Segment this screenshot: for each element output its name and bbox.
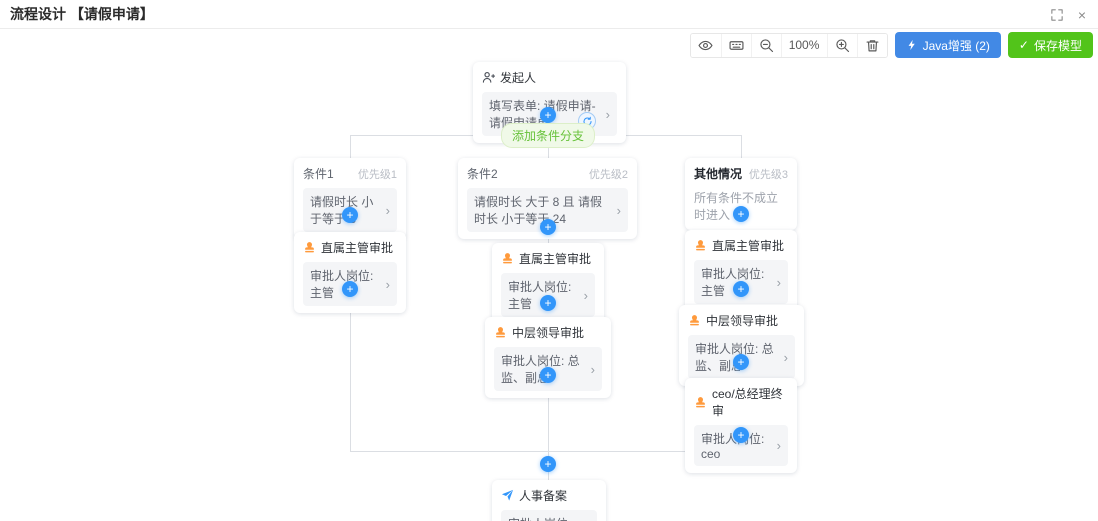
node-title: 发起人	[500, 71, 537, 85]
plus-icon: +	[544, 220, 552, 234]
chevron-right-icon: ›	[385, 276, 390, 292]
node-title: 直属主管审批	[321, 241, 394, 255]
node-title: 直属主管审批	[519, 252, 592, 266]
save-model-button[interactable]: ✓ 保存模型	[1007, 32, 1093, 58]
send-icon	[501, 489, 514, 502]
connector-line	[350, 280, 351, 451]
add-node-button[interactable]: +	[733, 354, 749, 370]
node-title: 中层领导审批	[706, 314, 779, 328]
save-model-label: 保存模型	[1033, 38, 1082, 53]
node-hr-record[interactable]: 人事备案 审批人岗位: 人事 ›	[492, 480, 606, 521]
connector-line	[741, 135, 742, 158]
stamp-icon	[494, 326, 507, 339]
add-condition-branch-button[interactable]: 添加条件分支	[500, 123, 596, 148]
add-node-button[interactable]: +	[733, 281, 749, 297]
plus-icon: +	[544, 296, 552, 310]
stamp-icon	[688, 314, 701, 327]
node-approval-midlevel-2[interactable]: 中层领导审批 审批人岗位: 总监、副总 ›	[485, 317, 611, 398]
node-condition-1[interactable]: 条件1 优先级1 请假时长 小于等于 8 ›	[294, 158, 406, 239]
add-node-button[interactable]: +	[342, 281, 358, 297]
condition-priority: 优先级1	[357, 168, 397, 181]
zoom-out-icon[interactable]	[750, 33, 781, 57]
page-header: 流程设计 【请假申请】	[0, 0, 1098, 29]
add-node-button[interactable]: +	[733, 206, 749, 222]
chevron-right-icon: ›	[605, 106, 610, 122]
plus-icon: +	[544, 108, 552, 122]
node-approval-midlevel-3[interactable]: 中层领导审批 审批人岗位: 总监、副总 ›	[679, 305, 804, 386]
plus-icon: +	[737, 282, 745, 296]
add-node-button[interactable]: +	[540, 456, 556, 472]
plus-icon: +	[346, 282, 354, 296]
preview-eye-icon[interactable]	[690, 33, 721, 57]
add-node-button[interactable]: +	[342, 207, 358, 223]
zoom-level: 100%	[780, 33, 827, 57]
zoom-in-icon[interactable]	[826, 33, 857, 57]
add-node-button[interactable]: +	[540, 295, 556, 311]
plus-icon: +	[544, 457, 552, 471]
condition-priority: 优先级2	[588, 168, 628, 181]
stamp-icon	[501, 252, 514, 265]
java-enhance-icon	[906, 39, 918, 51]
condition-title: 条件1	[303, 167, 334, 181]
plus-icon: +	[346, 208, 354, 222]
node-title: 中层领导审批	[512, 326, 585, 340]
window-controls: ×	[1049, 7, 1090, 23]
node-condition-2[interactable]: 条件2 优先级2 请假时长 大于 8 且 请假时长 小于等于 24 ›	[458, 158, 637, 239]
condition-title: 其他情况	[694, 167, 743, 181]
node-title: 人事备案	[519, 489, 568, 503]
add-node-button[interactable]: +	[540, 107, 556, 123]
chevron-right-icon: ›	[616, 202, 621, 218]
node-approval-ceo[interactable]: ceo/总经理终审 审批人岗位: ceo ›	[685, 378, 797, 473]
plus-icon: +	[544, 368, 552, 382]
node-approval-supervisor-2[interactable]: 直属主管审批 审批人岗位: 主管 ›	[492, 243, 604, 324]
condition-priority: 优先级3	[748, 168, 788, 181]
plus-icon: +	[737, 428, 745, 442]
check-icon: ✓	[1018, 38, 1029, 52]
node-content: 所有条件不成立时进入	[694, 191, 779, 222]
chevron-right-icon: ›	[590, 361, 595, 377]
node-approval-supervisor-3[interactable]: 直属主管审批 审批人岗位: 主管 ›	[685, 230, 797, 311]
close-icon[interactable]: ×	[1077, 7, 1087, 23]
chevron-right-icon: ›	[776, 438, 781, 453]
connector-line	[548, 363, 549, 451]
node-approval-supervisor-1[interactable]: 直属主管审批 审批人岗位: 主管 ›	[294, 232, 406, 313]
chevron-right-icon: ›	[776, 274, 781, 290]
chevron-right-icon: ›	[583, 287, 588, 303]
condition-title: 条件2	[467, 167, 498, 181]
node-content[interactable]: 请假时长 大于 8 且 请假时长 小于等于 24 ›	[467, 188, 628, 232]
designer-toolbar: 100% Java增强 (2) ✓ 保存模型	[689, 32, 1093, 58]
fullscreen-icon[interactable]	[1049, 7, 1065, 23]
chevron-right-icon: ›	[783, 349, 788, 365]
add-node-button[interactable]: +	[540, 219, 556, 235]
stamp-icon	[303, 241, 316, 254]
plus-icon: +	[737, 355, 745, 369]
stamp-icon	[694, 239, 707, 252]
keyboard-icon[interactable]	[720, 33, 751, 57]
add-node-button[interactable]: +	[733, 427, 749, 443]
delete-trash-icon[interactable]	[856, 33, 887, 57]
connector-line	[350, 135, 351, 158]
plus-icon: +	[737, 207, 745, 221]
java-enhance-button[interactable]: Java增强 (2)	[894, 32, 1001, 58]
node-title: 直属主管审批	[712, 239, 785, 253]
user-plus-icon	[482, 71, 495, 84]
tool-group: 100%	[689, 32, 888, 58]
add-node-button[interactable]: +	[540, 367, 556, 383]
stamp-icon	[694, 396, 707, 409]
node-title: ceo/总经理终审	[712, 387, 783, 418]
page-title: 流程设计 【请假申请】	[10, 6, 154, 22]
connector-line	[350, 451, 742, 452]
node-content[interactable]: 审批人岗位: 人事 ›	[501, 510, 597, 521]
chevron-right-icon: ›	[385, 202, 390, 218]
java-enhance-label: Java增强 (2)	[922, 38, 990, 53]
